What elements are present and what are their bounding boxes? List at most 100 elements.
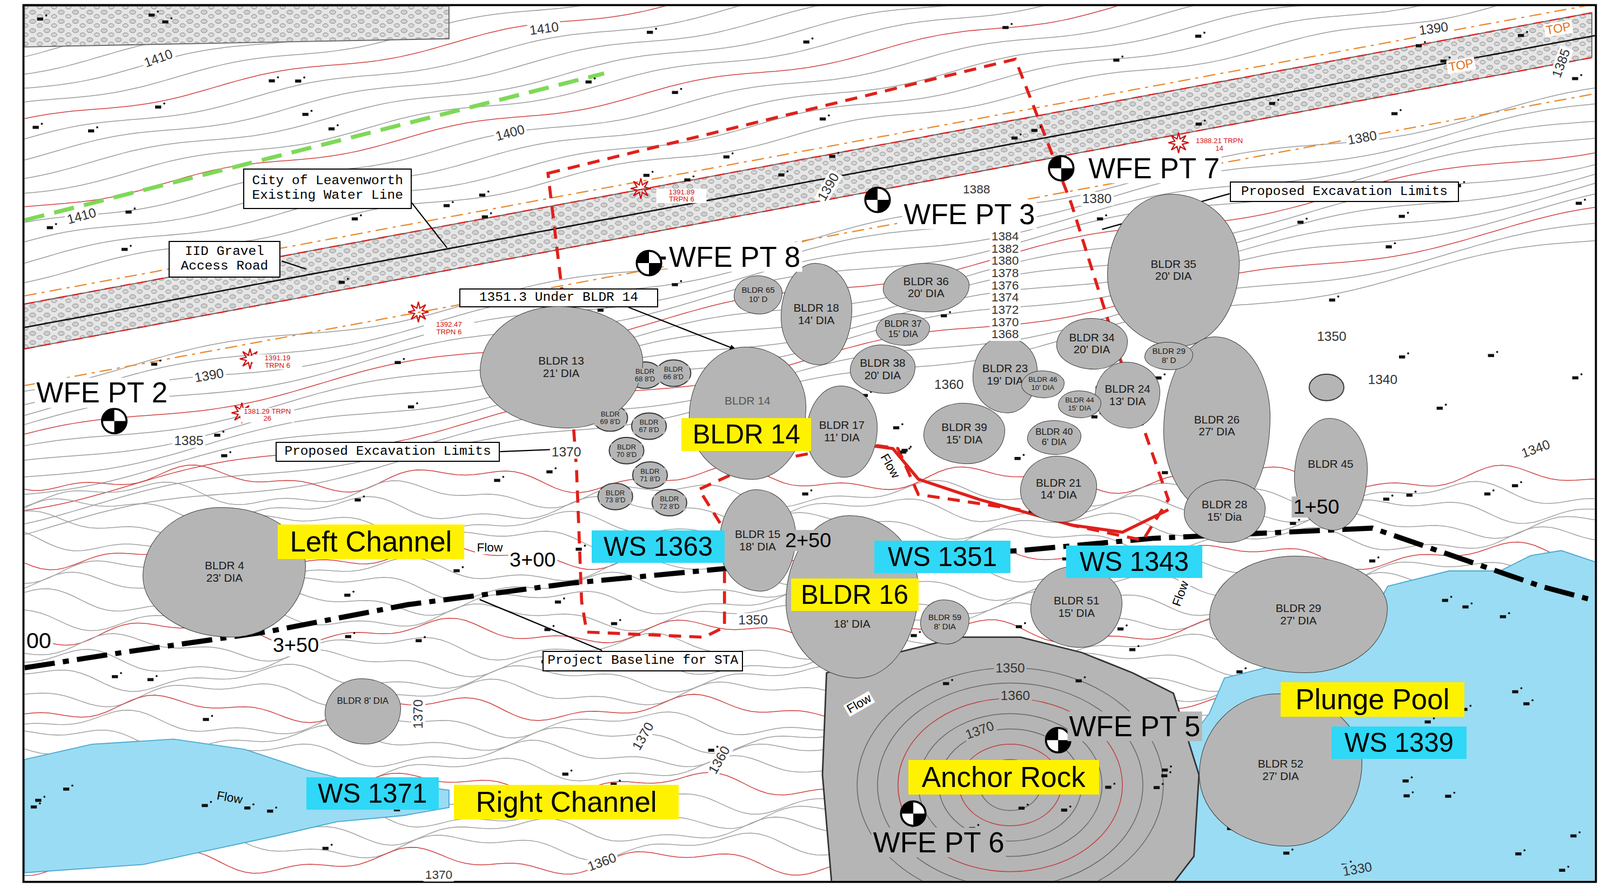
survey-mark: [363, 495, 366, 498]
survey-mark: [1195, 34, 1202, 38]
survey-mark: [35, 799, 42, 803]
survey-mark: [563, 597, 566, 600]
survey-mark: [244, 806, 251, 810]
survey-point-star: [407, 302, 429, 323]
survey-mark: [585, 80, 592, 84]
survey-elevation-label: 1391.19 TRPN 6: [252, 355, 303, 371]
survey-mark: [679, 279, 682, 283]
survey-mark: [951, 679, 954, 682]
survey-mark: [1369, 559, 1376, 564]
survey-mark: [1026, 804, 1029, 807]
boulder: BLDR 14: [688, 346, 807, 480]
survey-mark: [646, 30, 653, 35]
water-surface-label: WS 1351: [874, 540, 1010, 574]
station-label: 2+50: [783, 530, 833, 552]
survey-elevation-label: 1381.29 TRPN 26: [240, 407, 295, 424]
survey-mark: [1453, 792, 1456, 795]
wfe-point-symbol: [1048, 156, 1074, 181]
boulder: BLDR 18 14' DIA: [780, 263, 853, 366]
survey-mark: [1399, 109, 1402, 112]
survey-mark: [1407, 352, 1410, 355]
leader-line: [281, 260, 306, 270]
callout-box: Proposed Excavation Limits: [275, 442, 500, 463]
survey-mark: [672, 90, 679, 95]
survey-mark: [786, 170, 789, 173]
survey-mark: [1583, 198, 1586, 202]
leader-line: [479, 599, 603, 651]
water-surface-label: WS 1363: [591, 530, 725, 564]
boulder: BLDR 39 15' DIA: [923, 403, 1006, 465]
boulder: BLDR 59 8' DIA: [920, 599, 970, 645]
survey-mark: [570, 770, 573, 773]
survey-mark: [487, 190, 490, 193]
small-boulder: [652, 489, 687, 517]
node-text: BLDR 14: [724, 395, 771, 408]
survey-mark: [671, 283, 678, 287]
contour-label: 1380: [1080, 191, 1114, 206]
survey-mark: [121, 248, 128, 252]
contour-label: 1370: [411, 698, 426, 732]
survey-mark: [38, 802, 42, 805]
survey-mark: [1411, 791, 1415, 794]
survey-mark: [901, 423, 904, 426]
survey-mark: [1161, 471, 1168, 475]
survey-mark: [1424, 720, 1431, 725]
survey-mark: [302, 112, 309, 117]
contour-label: 1376: [989, 279, 1021, 293]
node-text: BLDR 52 27' DIA: [1254, 758, 1307, 783]
survey-mark: [1398, 215, 1405, 219]
survey-mark: [893, 426, 900, 430]
survey-mark: [651, 170, 654, 173]
contour-line: [24, 87, 1595, 392]
highlight-label: BLDR 14: [681, 418, 812, 451]
boulder-label: BLDR 73 8'D: [599, 489, 632, 505]
node-text: BLDR 26 27' DIA: [1190, 413, 1243, 439]
contour-label: 1340: [1517, 436, 1554, 461]
node-text: BLDR 37 15' DIA: [881, 319, 925, 340]
boulder-label: BLDR 69 8'D: [594, 410, 627, 426]
survey-mark: [1113, 782, 1116, 786]
survey-mark: [221, 454, 227, 458]
survey-mark: [1444, 403, 1448, 406]
survey-mark: [1414, 490, 1417, 493]
water-left-channel: [24, 739, 450, 873]
survey-mark: [801, 492, 808, 497]
survey-mark: [1520, 687, 1523, 690]
contour-label: 1340: [1366, 372, 1400, 387]
survey-mark: [1508, 612, 1511, 615]
survey-mark: [1117, 627, 1124, 632]
survey-mark: [416, 402, 419, 405]
survey-mark: [1580, 373, 1583, 376]
survey-mark: [1305, 217, 1308, 220]
survey-mark: [1297, 519, 1301, 522]
contour-label: 1350: [736, 613, 770, 628]
survey-mark: [810, 489, 813, 492]
node-text: BLDR 21 14' DIA: [1032, 477, 1085, 502]
contour-line: [24, 182, 1595, 478]
node-text: WS 1363: [603, 532, 713, 562]
survey-mark: [1523, 702, 1530, 706]
survey-mark: [295, 79, 301, 83]
survey-mark: [266, 809, 273, 814]
node-text: BLDR 34 20' DIA: [1066, 331, 1119, 357]
survey-mark: [1571, 77, 1578, 81]
survey-mark: [88, 129, 95, 133]
node-text: BLDR 35 20' DIA: [1147, 258, 1200, 284]
contour-line: [24, 103, 1595, 406]
survey-mark: [490, 212, 493, 215]
road-edge-line: [24, 56, 1595, 350]
survey-mark: [336, 124, 339, 127]
node-text: BLDR 44 15' DIA: [1063, 396, 1097, 413]
node-text: BLDR 16: [800, 580, 909, 610]
survey-mark: [461, 566, 464, 569]
boulder: BLDR 29 8' D: [1144, 342, 1194, 371]
callout-box: IID Gravel Access Road: [168, 240, 281, 278]
survey-mark: [1520, 481, 1523, 484]
survey-mark: [1125, 624, 1128, 627]
survey-mark: [155, 105, 162, 109]
node-text: BLDR 39 15' DIA: [938, 421, 991, 447]
survey-mark: [1018, 806, 1025, 810]
survey-mark: [322, 847, 329, 851]
highlight-label: Plunge Pool: [1280, 682, 1465, 718]
